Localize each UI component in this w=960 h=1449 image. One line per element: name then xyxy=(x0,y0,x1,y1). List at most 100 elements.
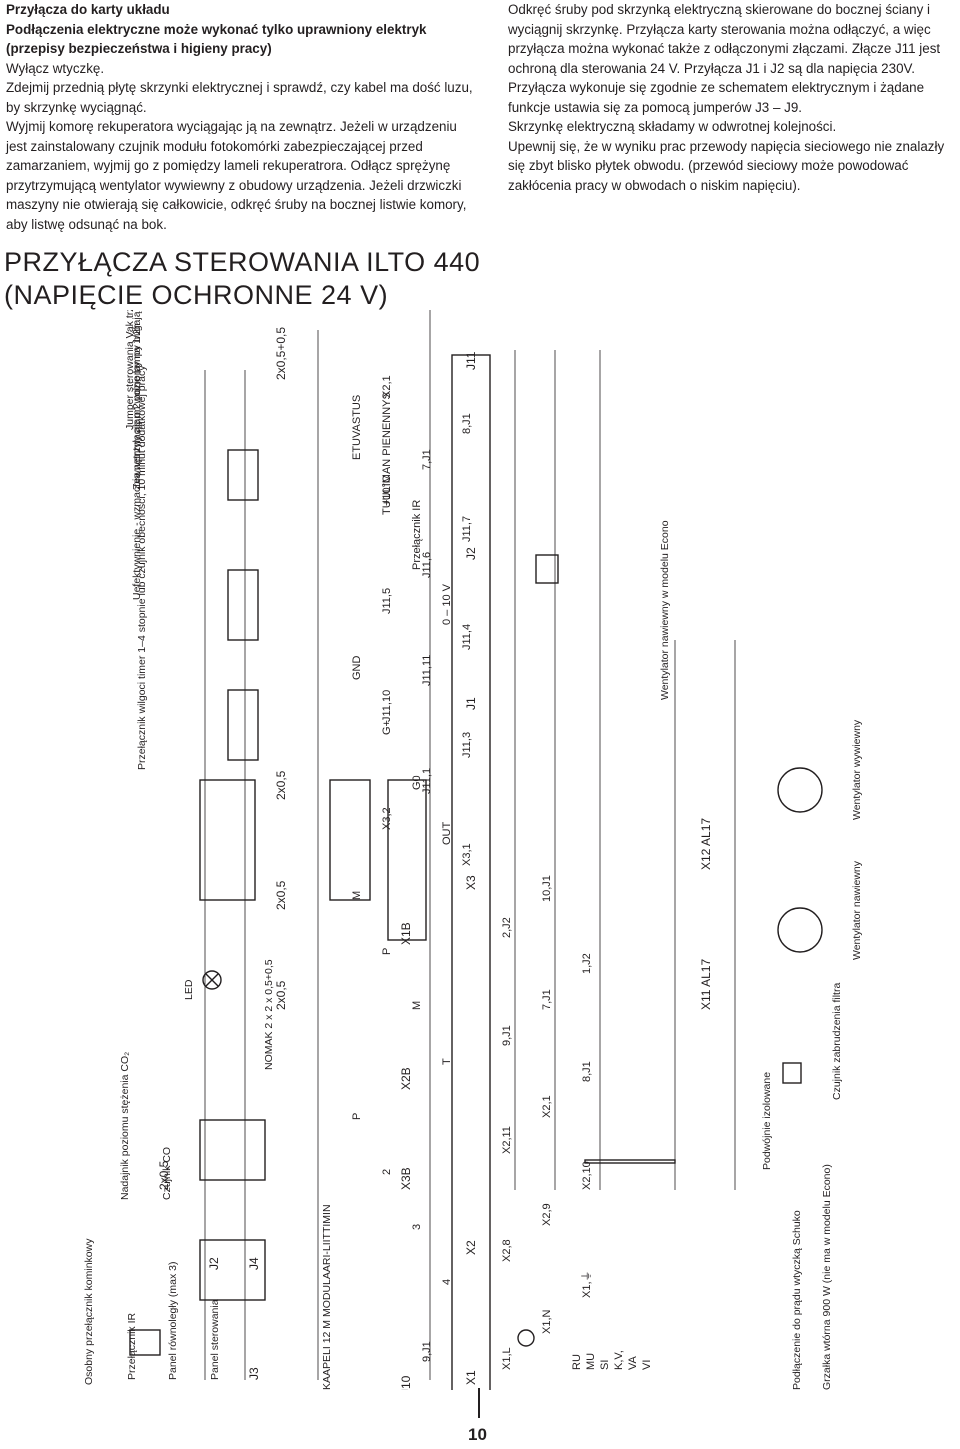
color-code-label: K,V, xyxy=(613,1350,625,1370)
misc-label: G0 xyxy=(411,775,423,790)
device-label: Osobny przełącznik kominkowy xyxy=(83,1238,95,1385)
wire-spec-label: 2x0,5 xyxy=(274,880,288,910)
instruction-paragraph: Wyłącz wtyczkę. xyxy=(6,60,105,76)
device-label: Panel równoległy (max 3) xyxy=(167,1262,179,1380)
page-number: 10 xyxy=(468,1425,487,1444)
misc-label: M xyxy=(411,1001,423,1010)
wire-code-label: +10°C xyxy=(381,475,393,506)
device-label: Podłączenie do prądu wtyczką Schuko xyxy=(791,1210,803,1390)
misc-label: OUT xyxy=(441,822,453,846)
instructions-title: Przyłącza do karty układu xyxy=(6,2,170,17)
instructions-left-column: Przyłącza do karty układu Podłączenia el… xyxy=(6,0,476,234)
wire-code-label: X2,1 xyxy=(541,1095,553,1118)
misc-label: GND xyxy=(351,656,363,681)
color-code-label: SI xyxy=(599,1360,611,1370)
wire-code-label: X3,2 xyxy=(381,807,393,830)
device-label: Zewnętrzny alarm wolne lampy migają otwi… xyxy=(131,310,143,490)
wire-code-label: 1,J2 xyxy=(581,953,593,974)
wire-code-label: J11,3 xyxy=(461,732,473,758)
device-label: Podwójnie izolowane xyxy=(761,1072,773,1170)
instruction-paragraph: Skrzynkę elektryczną składamy w odwrotne… xyxy=(508,119,837,134)
wire-code-label: J11,7 xyxy=(461,516,473,542)
device-label: Panel sterowania xyxy=(209,1299,221,1380)
wire-code-label: J11,5 xyxy=(381,588,393,614)
color-code-label: VI xyxy=(641,1360,653,1370)
misc-label: T xyxy=(441,1058,453,1065)
connector-label: J1 xyxy=(464,697,478,710)
wire-code-label: X1,⏚ xyxy=(580,1270,593,1298)
device-label: NOMAK 2 x 2 x 0,5+0,5 xyxy=(263,959,275,1070)
misc-label: 3 xyxy=(411,1224,423,1230)
instruction-paragraph: Zdejmij przednią płytę skrzynki elektryc… xyxy=(6,80,473,115)
misc-label: TUULIMAN PIENENNYS xyxy=(381,392,393,515)
device-label: Czujnik CO xyxy=(161,1147,173,1200)
wire-code-label: X1,N xyxy=(541,1309,553,1334)
misc-label: 2 xyxy=(381,1169,393,1175)
wire-spec-label: 2x0,5 xyxy=(157,1160,171,1190)
device-label: KAAPELI 12 M MODULAARI-LIITTIMIN xyxy=(321,1204,333,1390)
device-label: LED xyxy=(183,979,195,1000)
wire-code-label: 8,J1 xyxy=(461,413,473,434)
wire-code-label: X1,L xyxy=(501,1347,513,1370)
wire-code-label: 7,J1 xyxy=(541,989,553,1010)
misc-label: 4 xyxy=(441,1279,453,1285)
wire-spec-label: 2x0,5 xyxy=(274,770,288,800)
wire-code-label: 8,J1 xyxy=(581,1061,593,1082)
wire-spec-label: 2x0,5 xyxy=(274,980,288,1010)
connector-label: J10 xyxy=(399,1375,413,1390)
wire-code-label: J11,4 xyxy=(461,624,473,650)
wire-code-label: J11,10 xyxy=(381,690,393,722)
connector-label: J11 xyxy=(464,351,478,370)
wire-code-label: X2,1 xyxy=(381,375,393,398)
device-label: Wentylator nawiewny xyxy=(851,860,863,960)
wire-code-label: 9,J1 xyxy=(421,1341,433,1362)
wire-code-label: 10,J1 xyxy=(541,875,553,902)
section-title-line1: PRZYŁĄCZA STEROWANIA ILTO 440 xyxy=(4,247,481,277)
wire-code-label: 2,J2 xyxy=(501,917,513,938)
device-label: Przełącznik wilgoci timer 1–4 stopnie lu… xyxy=(136,365,148,770)
connector-label: J3 xyxy=(247,1367,261,1380)
connector-label: J4 xyxy=(247,1257,261,1270)
wiring-diagram-lines xyxy=(129,310,823,1390)
device-label: Wentylator wywiewny xyxy=(851,719,863,820)
wire-code-label: X3,1 xyxy=(461,843,473,866)
terminal-strip-frame xyxy=(451,354,491,1390)
wire-code-label: 9,J1 xyxy=(501,1025,513,1046)
device-label: Nadajnik poziomu stężenia CO₂ xyxy=(119,1052,131,1200)
device-label: Wentylator nawiewny w modelu Econo xyxy=(659,520,671,700)
safety-warning: Podłączenia elektryczne może wykonać tyl… xyxy=(6,21,427,57)
instruction-paragraph: Wyjmij komorę rekuperatora wyciągając ją… xyxy=(6,119,467,232)
section-title-line2: (NAPIĘCIE OCHRONNE 24 V) xyxy=(4,280,389,310)
misc-label: Przełącznik IR xyxy=(411,500,423,570)
color-code-label: VA xyxy=(627,1355,639,1370)
wire-code-label: X2,11 xyxy=(501,1126,513,1154)
device-label: Uefektywnienie - wzmacnia wentylację o 2… xyxy=(131,323,143,600)
wire-code-label: X2,8 xyxy=(501,1239,513,1262)
connector-label: X3 xyxy=(464,875,478,890)
wire-code-label: J11,1 xyxy=(421,768,433,794)
instructions-right-column: Odkręć śruby pod skrzynką elektryczną sk… xyxy=(508,0,953,195)
wire-code-label: X2,9 xyxy=(541,1203,553,1226)
wire-code-label: X2,10 xyxy=(581,1161,593,1190)
color-code-label: RU xyxy=(571,1354,583,1370)
device-label: Grzałka wtórna 900 W (nie ma w modelu Ec… xyxy=(821,1164,833,1390)
connector-label: X2 xyxy=(464,1240,478,1255)
wire-spec-label: 2x0,5+0,5 xyxy=(274,327,288,380)
misc-label: 0 – 10 V xyxy=(441,583,453,625)
connector-label: X3B xyxy=(399,1167,413,1190)
misc-label: P xyxy=(381,948,393,955)
connector-label: X2B xyxy=(399,1067,413,1090)
device-label: Przełącznik IR xyxy=(126,1312,138,1380)
instruction-paragraph: Upewnij się, że w wyniku prac przewody n… xyxy=(508,138,945,193)
connector-label: J2 xyxy=(464,547,478,560)
device-label: Jumper sterowania Vak trzeba ustawić J5 … xyxy=(124,310,136,430)
misc-label: G+ xyxy=(381,720,393,735)
misc-label: M xyxy=(351,891,363,900)
connector-label: J2 xyxy=(207,1257,221,1270)
connector-label: X11 AL17 xyxy=(699,959,713,1010)
misc-label: P xyxy=(351,1113,363,1120)
device-label: Czujnik zabrudzenia filtra xyxy=(831,983,843,1100)
color-code-label: MU xyxy=(585,1353,597,1370)
connector-label: X1 xyxy=(464,1370,478,1385)
